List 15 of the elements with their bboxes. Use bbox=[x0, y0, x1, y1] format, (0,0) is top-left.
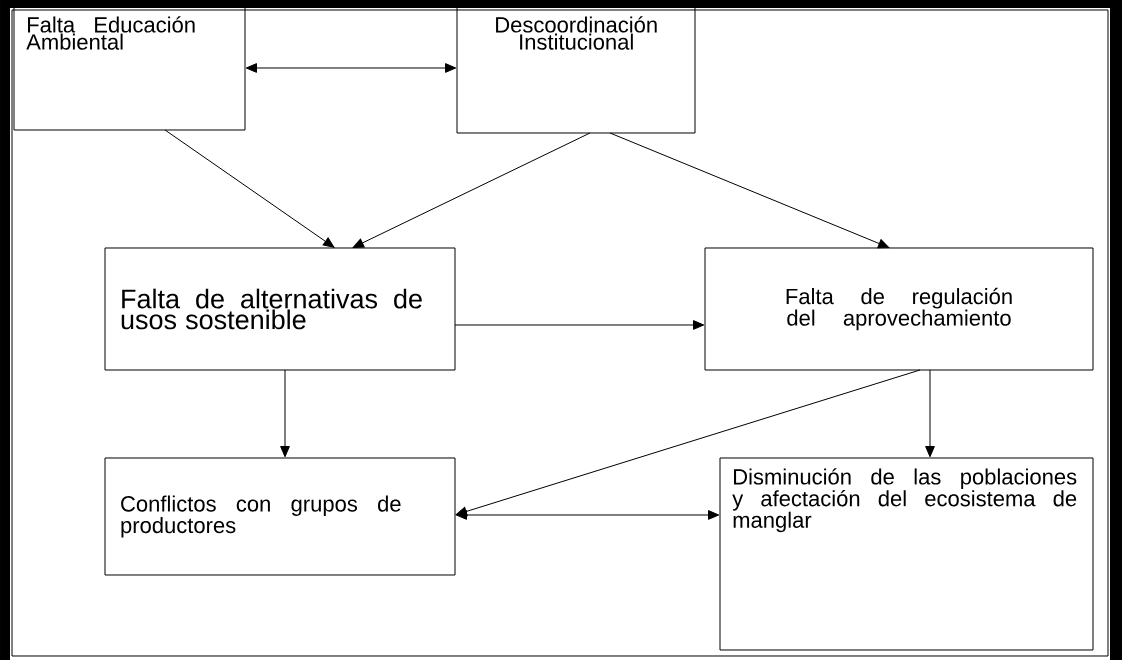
arrow bbox=[164, 129, 335, 248]
arrow bbox=[454, 320, 705, 330]
arrow bbox=[280, 369, 290, 458]
arrow bbox=[245, 63, 457, 73]
process-box: Falta Educación Ambiental bbox=[13, 5, 246, 131]
arrow bbox=[925, 369, 935, 458]
process-box: Conflictos con grupos de productores bbox=[104, 457, 456, 576]
arrow bbox=[455, 510, 720, 520]
arrow bbox=[455, 369, 921, 517]
process-box: Falta de alternativas de usos sostenible bbox=[104, 247, 456, 371]
process-box: Descoordinación Institucional bbox=[456, 5, 696, 134]
process-box: Falta de regulación del aprovechamiento bbox=[704, 247, 1094, 371]
arrow bbox=[609, 132, 890, 249]
arrow bbox=[352, 132, 591, 248]
process-box: Disminución de las poblaciones y afectación del ecosistema de manglar bbox=[719, 457, 1094, 651]
